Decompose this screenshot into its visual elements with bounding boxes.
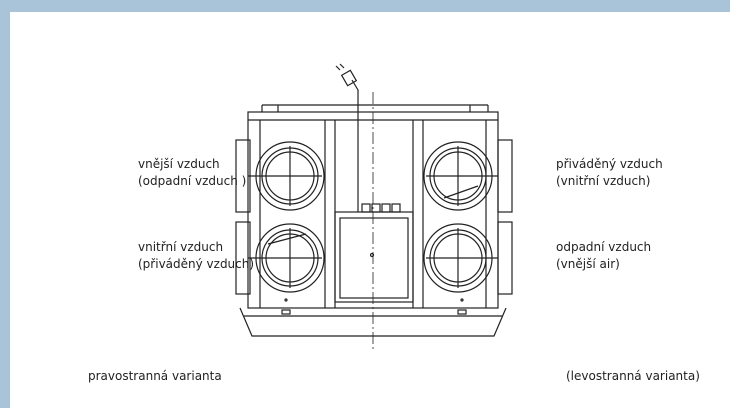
duct-box-bottom-right: [497, 221, 513, 295]
frame-left-bar: [0, 0, 10, 408]
label-bottom-left-1: vnitřní vzduch: [138, 240, 224, 254]
terminal-3: [381, 203, 391, 213]
terminal-4: [391, 203, 401, 213]
duct-top-left: [248, 141, 325, 211]
duct-top-right: [423, 141, 498, 211]
label-top-right-1: přiváděný vzduch: [556, 157, 663, 171]
terminal-2: [371, 203, 381, 213]
frame-top-bar: [0, 0, 730, 12]
label-top-left-2: (odpadní vzduch ): [138, 174, 247, 188]
control-box: [334, 211, 414, 303]
power-plug: [340, 69, 358, 87]
duct-bottom-right: [423, 223, 498, 293]
duct-box-top-right: [497, 139, 513, 213]
label-bottom-right-2: (vnější air): [556, 257, 620, 271]
label-top-right-2: (vnitřní vzduch): [556, 174, 651, 188]
label-top-left-1: vnější vzduch: [138, 157, 220, 171]
power-cable: [351, 79, 359, 212]
duct-bottom-left: [248, 223, 325, 293]
label-bottom-right-1: odpadní vzduch: [556, 240, 652, 254]
label-variant-right: pravostranná varianta: [88, 369, 222, 383]
label-variant-left: (levostranná varianta): [566, 369, 700, 383]
label-bottom-left-2: (přiváděný vzduch): [138, 257, 255, 271]
terminal-1: [361, 203, 371, 213]
